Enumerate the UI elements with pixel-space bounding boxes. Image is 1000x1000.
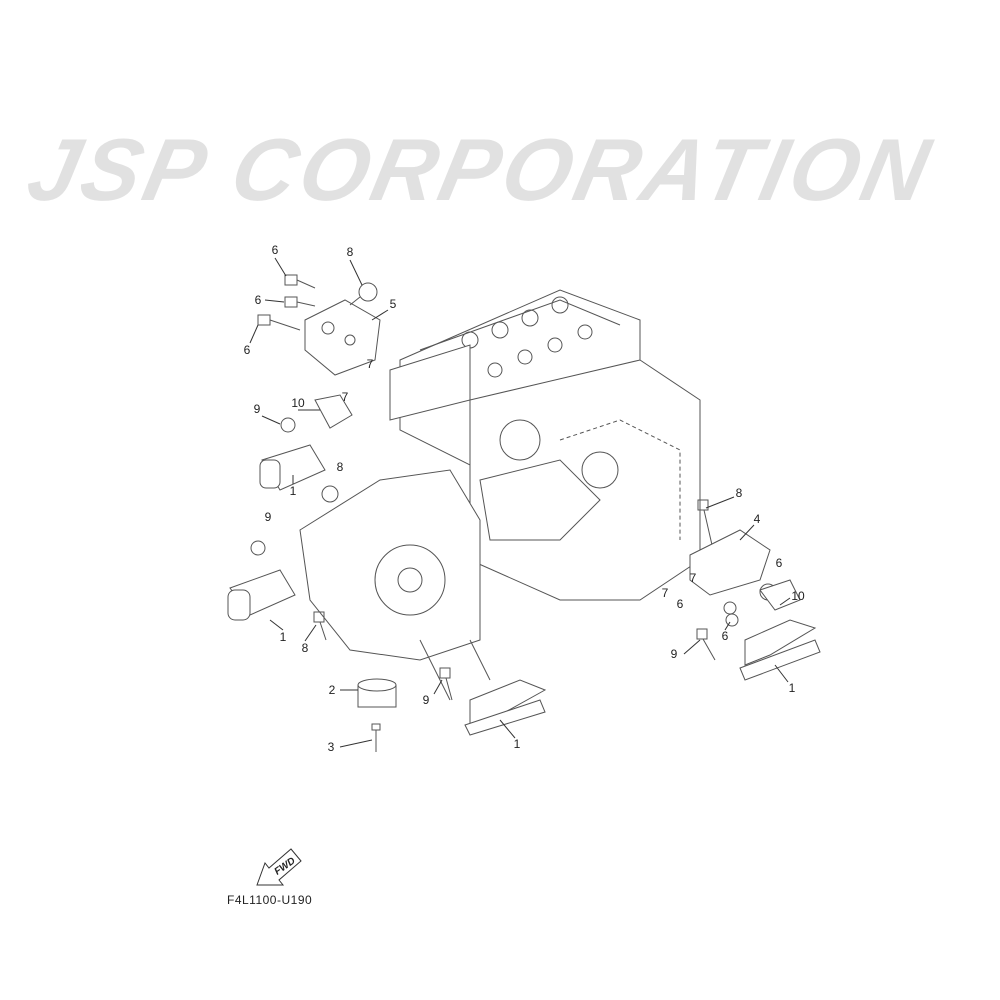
callout-1: 1 bbox=[279, 630, 287, 644]
rear-mount-bracket bbox=[689, 529, 771, 596]
leader-lines bbox=[249, 257, 791, 748]
callout-6: 6 bbox=[676, 597, 684, 611]
callout-9: 9 bbox=[264, 510, 272, 524]
callout-7: 7 bbox=[661, 586, 669, 600]
watermark: JSP CORPORATION bbox=[19, 120, 942, 219]
callout-7: 7 bbox=[341, 390, 349, 404]
callout-1: 1 bbox=[513, 737, 521, 751]
callout-1: 1 bbox=[289, 484, 297, 498]
callout-5: 5 bbox=[389, 297, 397, 311]
callout-8: 8 bbox=[735, 486, 743, 500]
engine-block bbox=[469, 359, 701, 601]
callout-10: 10 bbox=[291, 396, 305, 410]
callout-3: 3 bbox=[327, 740, 335, 754]
callout-2: 2 bbox=[328, 683, 336, 697]
rubber-mounts bbox=[227, 394, 821, 736]
flywheel-housing bbox=[299, 469, 491, 701]
callout-6: 6 bbox=[775, 556, 783, 570]
callout-8: 8 bbox=[301, 641, 309, 655]
callout-6: 6 bbox=[254, 293, 262, 307]
callout-7: 7 bbox=[689, 571, 697, 585]
callout-8: 8 bbox=[336, 460, 344, 474]
callout-6: 6 bbox=[271, 243, 279, 257]
callout-8: 8 bbox=[346, 245, 354, 259]
callout-4: 4 bbox=[753, 512, 761, 526]
fwd-arrow-icon: FWD bbox=[256, 848, 302, 886]
bolts bbox=[250, 274, 777, 752]
callout-1: 1 bbox=[788, 681, 796, 695]
callout-9: 9 bbox=[670, 647, 678, 661]
callout-9: 9 bbox=[422, 693, 430, 707]
callout-6: 6 bbox=[721, 629, 729, 643]
drawing-code: F4L1100-U190 bbox=[227, 893, 313, 907]
callout-9: 9 bbox=[253, 402, 261, 416]
callout-6: 6 bbox=[243, 343, 251, 357]
callout-10: 10 bbox=[791, 589, 805, 603]
callout-7: 7 bbox=[366, 357, 374, 371]
damper bbox=[357, 678, 397, 708]
front-mount-bracket bbox=[304, 299, 381, 376]
